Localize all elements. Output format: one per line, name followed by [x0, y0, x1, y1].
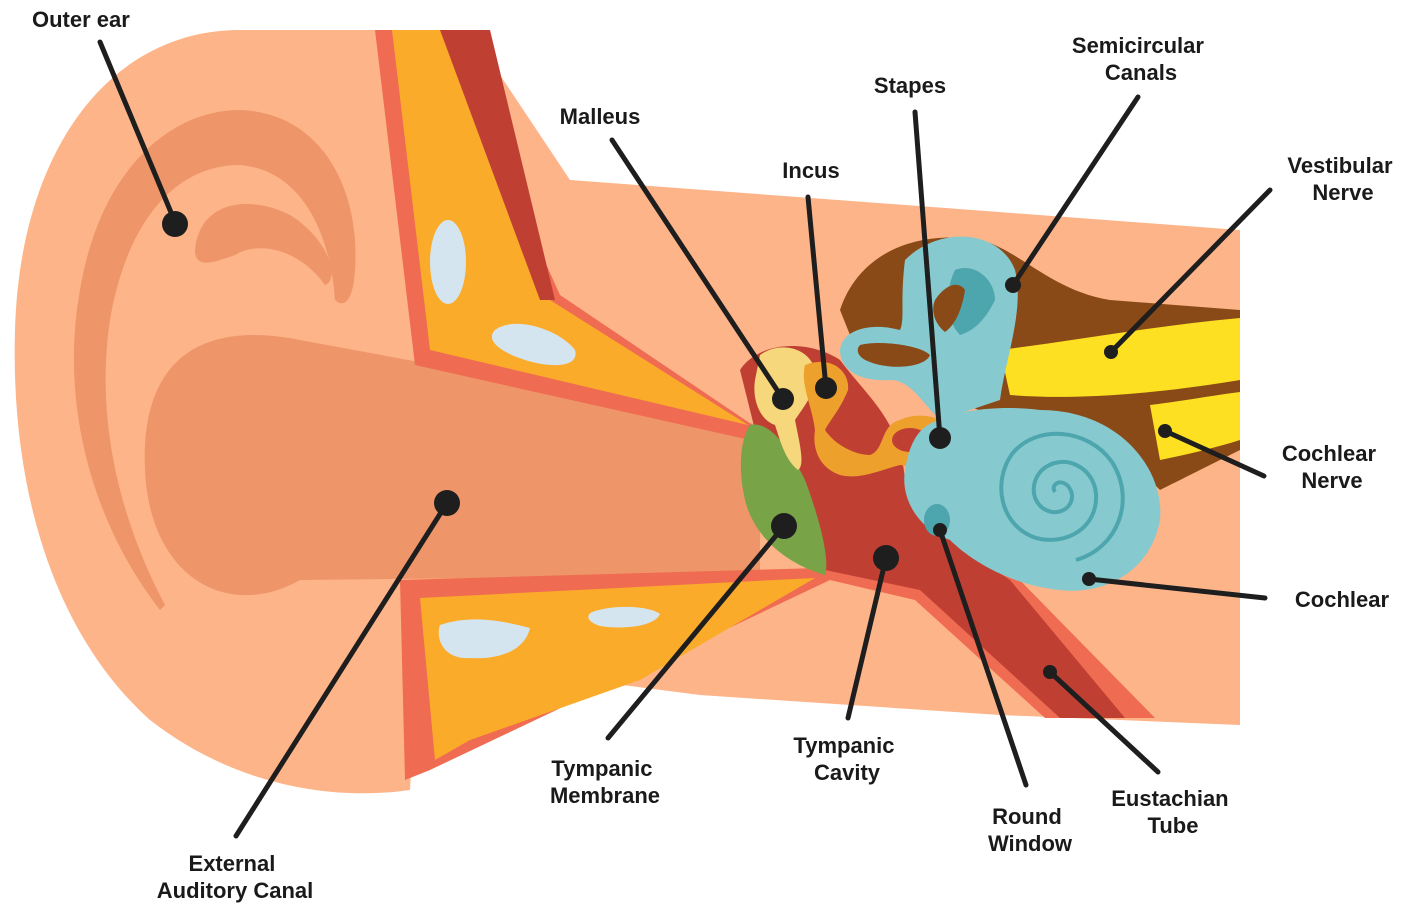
label-line: Cavity — [814, 760, 881, 785]
leader-dot — [873, 545, 899, 571]
label-stapes: Stapes — [874, 73, 946, 98]
leader-dot — [1104, 345, 1118, 359]
label-vestibular-nerve: Vestibular Nerve — [1287, 153, 1398, 205]
label-external-auditory-canal: External Auditory Canal — [157, 851, 313, 903]
label-line: Membrane — [550, 783, 660, 808]
label-line: Tympanic — [551, 756, 652, 781]
bone-spot — [430, 220, 466, 304]
label-line: Semicircular — [1072, 33, 1205, 58]
label-tympanic-cavity: Tympanic Cavity — [793, 733, 900, 785]
label-incus: Incus — [782, 158, 839, 183]
label-line: Nerve — [1301, 468, 1362, 493]
label-line: Vestibular — [1287, 153, 1393, 178]
label-line: External — [189, 851, 276, 876]
label-outer-ear: Outer ear — [32, 7, 130, 32]
leader-dot — [929, 427, 951, 449]
label-line: Malleus — [560, 104, 641, 129]
label-line: Nerve — [1312, 180, 1373, 205]
label-malleus: Malleus — [560, 104, 641, 129]
label-tympanic-membrane: Tympanic Membrane — [550, 756, 660, 808]
leader-dot — [771, 513, 797, 539]
label-line: Outer ear — [32, 7, 130, 32]
leader-dot — [434, 490, 460, 516]
leader-dot — [1043, 665, 1057, 679]
leader-dot — [772, 388, 794, 410]
label-round-window: Round Window — [988, 804, 1073, 856]
label-cochlear-nerve: Cochlear Nerve — [1282, 441, 1382, 493]
leader-dot — [815, 377, 837, 399]
label-cochlear: Cochlear — [1295, 587, 1390, 612]
label-eustachian-tube: Eustachian Tube — [1111, 786, 1235, 838]
leader-dot — [1082, 572, 1096, 586]
leader-dot — [933, 523, 947, 537]
label-line: Incus — [782, 158, 839, 183]
label-line: Cochlear — [1295, 587, 1390, 612]
leader-dot — [1158, 424, 1172, 438]
label-semicircular-canals: Semicircular Canals — [1072, 33, 1210, 85]
leader-dot — [162, 211, 188, 237]
label-line: Tympanic — [793, 733, 894, 758]
label-line: Auditory Canal — [157, 878, 313, 903]
label-line: Tube — [1148, 813, 1199, 838]
label-line: Cochlear — [1282, 441, 1377, 466]
label-line: Stapes — [874, 73, 946, 98]
label-line: Window — [988, 831, 1073, 856]
label-line: Canals — [1105, 60, 1177, 85]
label-line: Eustachian — [1111, 786, 1228, 811]
label-line: Round — [992, 804, 1062, 829]
leader-dot — [1005, 277, 1021, 293]
